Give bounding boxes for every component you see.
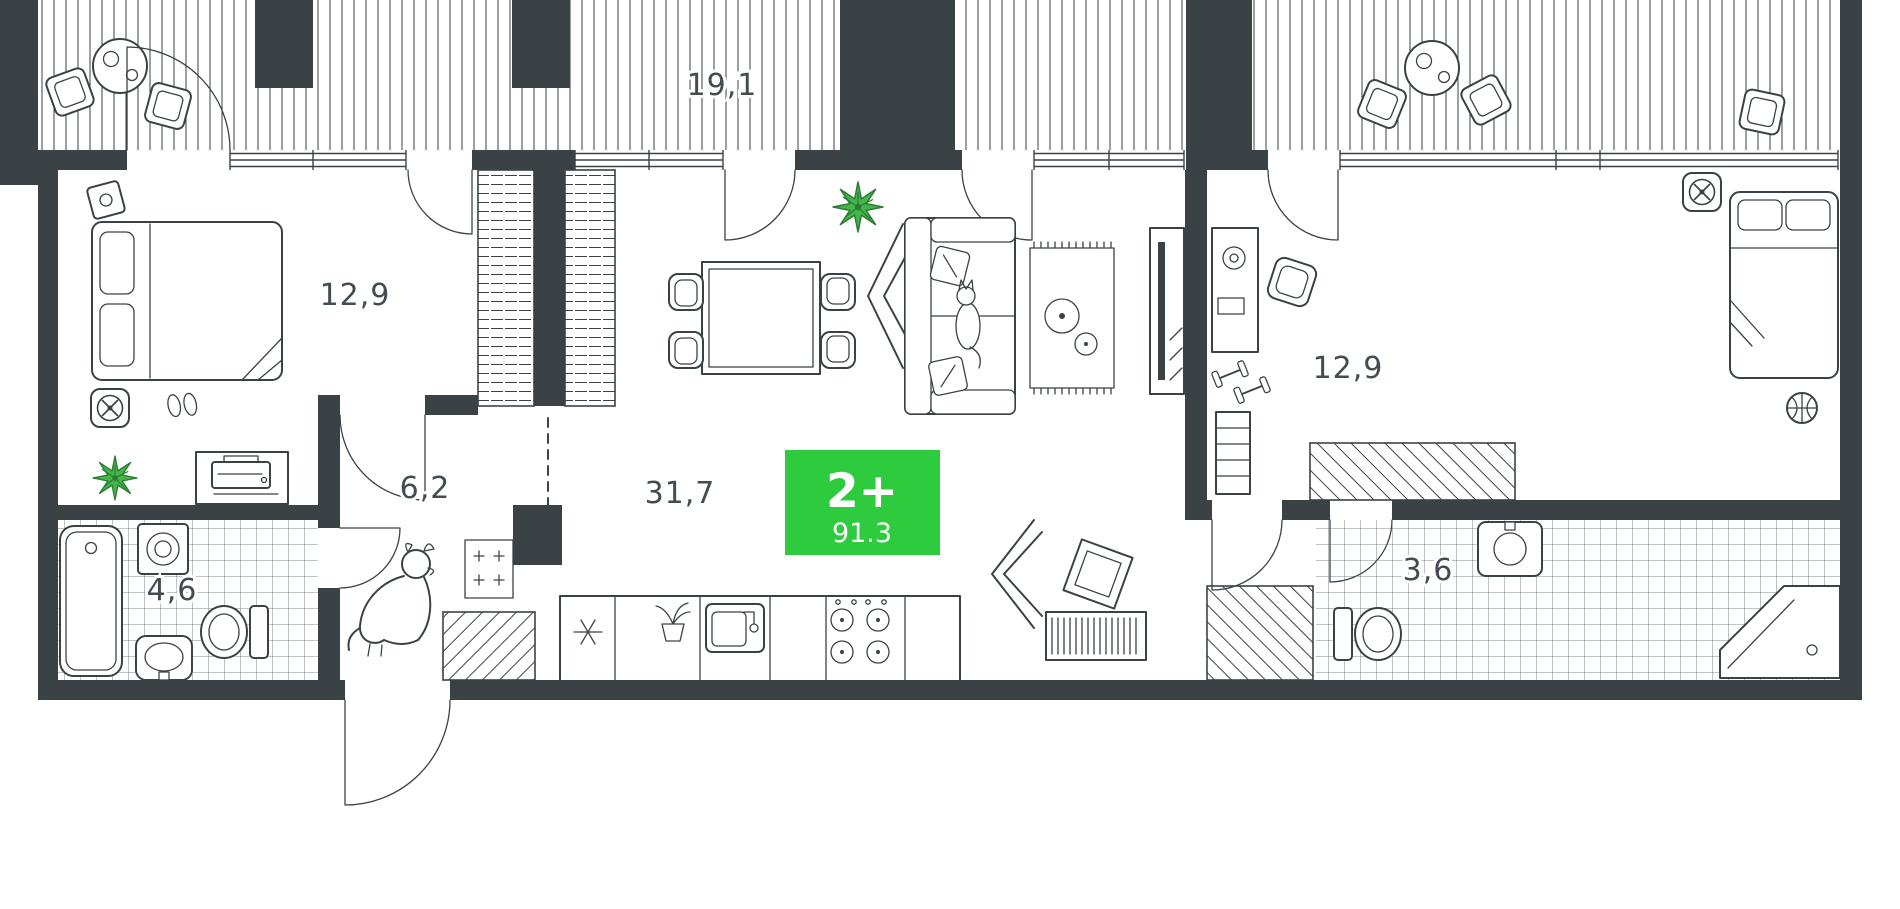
nightstand-lamp (86, 180, 126, 220)
double-bed (91, 221, 283, 381)
badge-total-area: 91.3 (832, 518, 892, 549)
windows (229, 150, 1839, 170)
badge-background (785, 450, 940, 555)
door-arc (1267, 169, 1339, 241)
folding-screen (991, 519, 1043, 629)
area-badge: 2+ 91.3 (785, 450, 940, 555)
door-arc (339, 527, 401, 589)
rug (1029, 241, 1115, 395)
walls (0, 0, 1862, 700)
balcony-column (1186, 0, 1252, 170)
cat-illustration (955, 279, 981, 369)
room-area-label-bedroom-left: 12,9 (320, 278, 391, 313)
patio-chair (1737, 87, 1787, 137)
cooktop (830, 599, 890, 664)
washbasin (1477, 521, 1543, 577)
door-arc (724, 169, 796, 241)
room-bedroom-right: 12,9 (1211, 172, 1839, 501)
toilet (1333, 607, 1402, 661)
dining-chair (820, 331, 856, 369)
folding-screen (867, 223, 909, 369)
ventilation-fan-icon (1682, 172, 1722, 212)
single-bed (1729, 191, 1839, 379)
balcony-table-right (1404, 40, 1460, 96)
dining-chair (820, 273, 856, 311)
door-arc (407, 169, 473, 235)
balcony-column (840, 0, 955, 170)
work-desk (1211, 227, 1259, 353)
dining-chair (668, 273, 704, 311)
basketball (1786, 392, 1818, 424)
fridge-marker (573, 619, 603, 645)
dining-chair (668, 331, 704, 369)
balcony-strip: 19,1 (38, 0, 1840, 170)
washbasin (135, 635, 193, 681)
room-bathroom-left: 4,6 (58, 520, 318, 681)
storage-box (1062, 538, 1134, 610)
herb-pot (655, 602, 691, 642)
room-area-label-bathroom-right: 3,6 (1403, 553, 1454, 588)
entrance-door (344, 699, 451, 806)
towel-ladder (1215, 411, 1251, 495)
room-area-label-bedroom-right: 12,9 (1313, 351, 1384, 386)
wardrobe (477, 169, 535, 407)
room-bathroom-right: 3,6 (1206, 520, 1841, 681)
sofa (904, 217, 1016, 415)
window (574, 150, 724, 170)
balcony-column (255, 0, 313, 88)
toilet (200, 605, 269, 659)
desk-chair (1266, 256, 1318, 308)
wardrobe (1309, 442, 1516, 501)
room-living-kitchen: 31,7 2+ 91.3 (442, 181, 1185, 681)
room-area-label-living: 31,7 (645, 476, 716, 511)
window (1339, 150, 1839, 170)
room-area-label-balcony: 19,1 (687, 68, 758, 103)
door-arc (1211, 519, 1283, 591)
washing-machine (137, 523, 189, 575)
window (1033, 150, 1185, 170)
balcony-column (512, 0, 570, 88)
balcony-table-left (92, 38, 148, 94)
room-hallway: 6,2 (347, 468, 452, 657)
shaft-hatched (442, 611, 536, 681)
desk-with-printer (195, 451, 289, 505)
dining-table (701, 261, 821, 375)
shower-corner (1719, 585, 1841, 679)
door-arc (126, 46, 231, 151)
sideboard (1045, 611, 1147, 661)
wardrobe (564, 169, 616, 407)
slippers (167, 392, 198, 418)
ventilation-fan-icon (90, 388, 130, 428)
dog-illustration (347, 542, 435, 657)
dumbbells (1211, 360, 1271, 404)
window (229, 150, 407, 170)
electric-panel (464, 539, 514, 599)
room-bedroom-left: 12,9 (86, 180, 392, 505)
room-area-label-hallway: 6,2 (400, 471, 451, 506)
potted-plant-icon (92, 455, 138, 501)
shaft-hatched (1206, 585, 1314, 681)
potted-plant-icon (832, 181, 884, 233)
kitchen-sink (705, 603, 765, 653)
badge-rooms-count: 2+ (826, 464, 898, 519)
door-arc (339, 414, 426, 501)
tv-console (1149, 227, 1185, 395)
room-area-label-bathroom-left: 4,6 (147, 573, 198, 608)
bathtub (59, 525, 123, 677)
